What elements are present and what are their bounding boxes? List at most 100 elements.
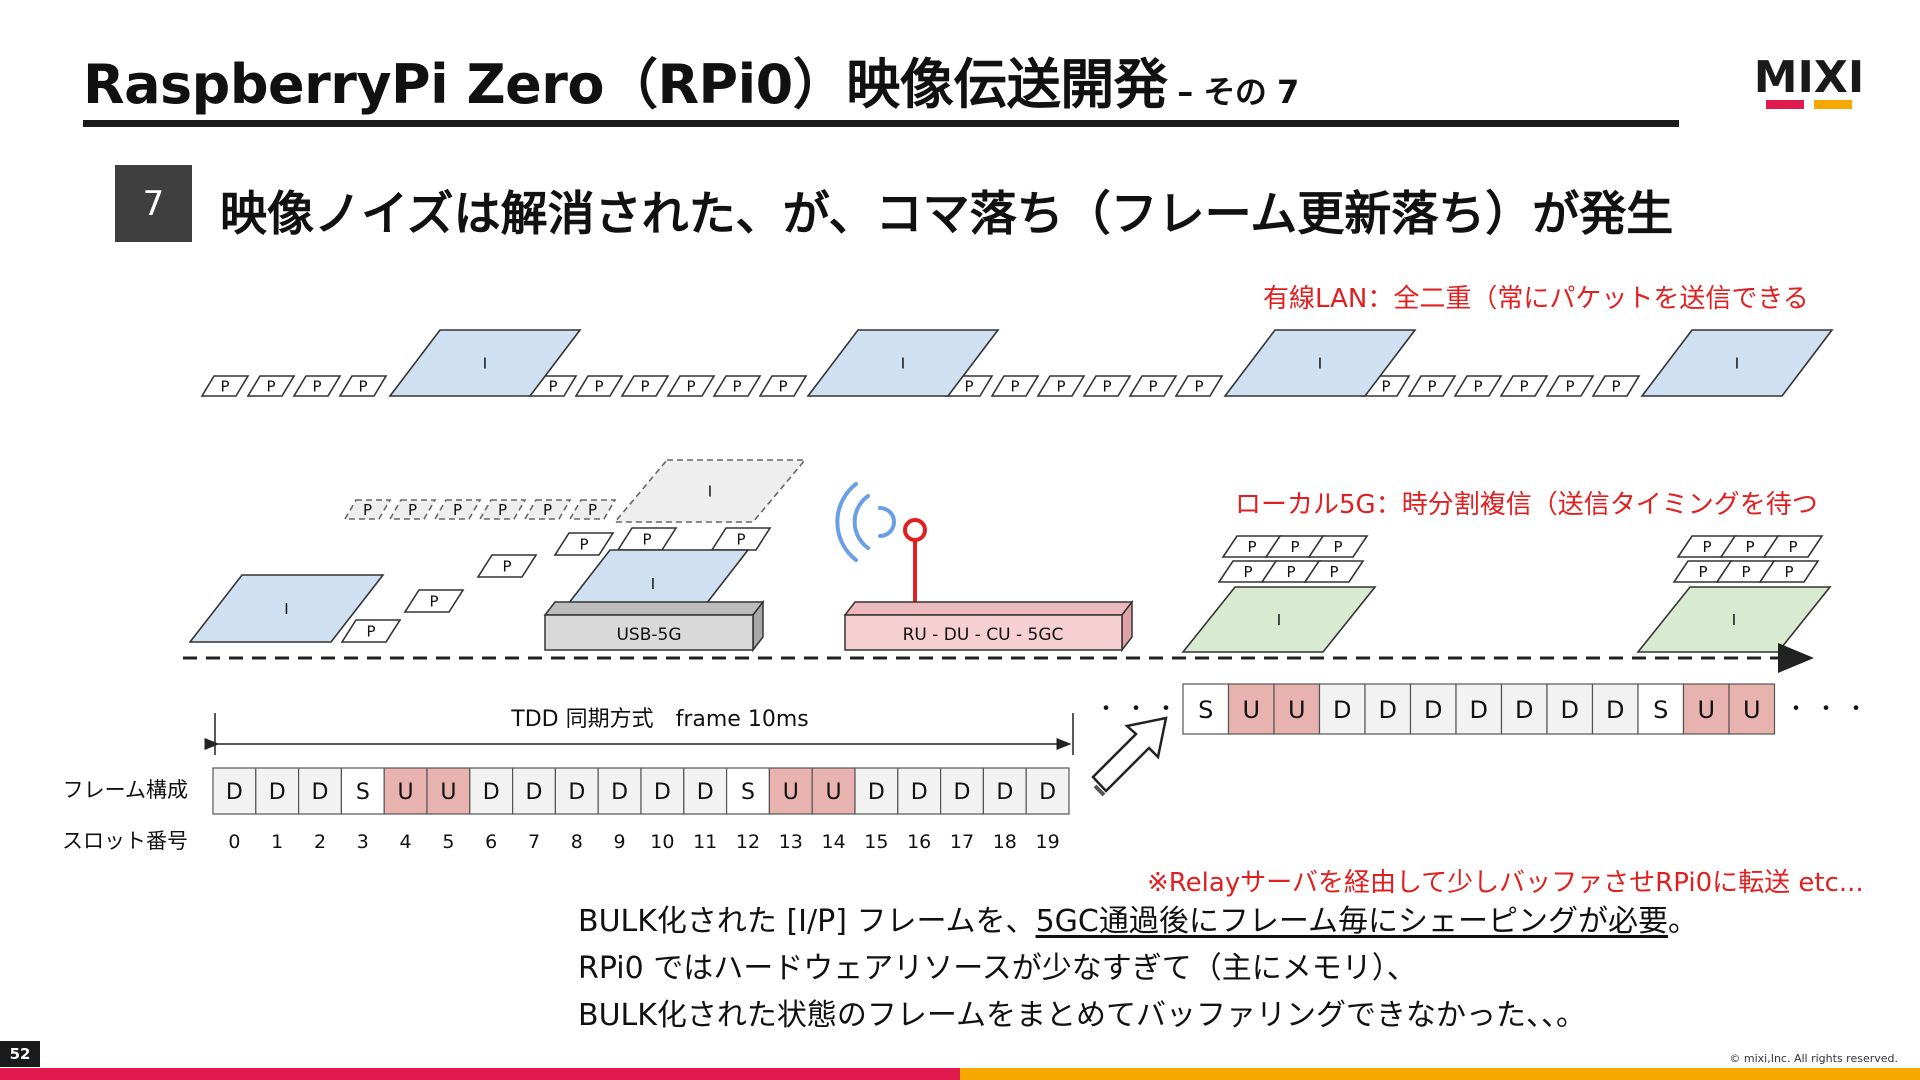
zoom-slot-label: U bbox=[1743, 696, 1761, 724]
frame-slot: D bbox=[554, 767, 599, 815]
ghost-p-frame-label: P bbox=[588, 501, 597, 519]
wired-p-frame: P bbox=[758, 375, 808, 397]
frame-slot: S bbox=[725, 767, 770, 815]
zoom-slot-label: D bbox=[1424, 696, 1442, 724]
frame-slot-label: D bbox=[996, 780, 1013, 805]
wired-p-frame-label: P bbox=[548, 377, 557, 395]
slot-number: 0 bbox=[228, 831, 240, 853]
frame-slot: D bbox=[212, 767, 257, 815]
p-frame: P bbox=[476, 554, 538, 578]
wired-p-frame: P bbox=[712, 375, 762, 397]
zoom-slot: D bbox=[1409, 683, 1457, 735]
p-frame-label: P bbox=[502, 557, 511, 575]
body-line-1-emphasis: 5GC通過後にフレーム毎にシェーピングが必要 bbox=[1035, 904, 1668, 939]
frame-slot: U bbox=[383, 767, 428, 815]
burst-p-frame-label: P bbox=[1243, 563, 1252, 581]
wired-p-frame: P bbox=[1174, 375, 1224, 397]
p-frame: P bbox=[616, 527, 678, 551]
wired-p-frame-label: P bbox=[640, 377, 649, 395]
frame-slot-label: D bbox=[611, 780, 628, 805]
ghost-p-frame: P bbox=[523, 499, 572, 520]
body-line-2: RPi0 ではハードウェアリソースが少なすぎて（主にメモリ）、 bbox=[578, 951, 1417, 986]
burst-p-frame-label: P bbox=[1698, 563, 1707, 581]
zoom-slot-label: D bbox=[1379, 696, 1397, 724]
wired-i-frame-label: I bbox=[1318, 354, 1322, 372]
footer-bar-orange bbox=[960, 1068, 1920, 1080]
wired-p-frame-label: P bbox=[1611, 377, 1620, 395]
wired-p-frame: P bbox=[1036, 375, 1086, 397]
wired-p-frame-label: P bbox=[358, 377, 367, 395]
footer-bar-red bbox=[0, 1068, 960, 1080]
frame-slot-label: S bbox=[741, 780, 755, 805]
p-frame-label: P bbox=[579, 535, 588, 553]
slot-number: 10 bbox=[650, 831, 674, 853]
slot-number: 4 bbox=[400, 831, 412, 853]
usb-5g-device: USB-5G bbox=[543, 599, 765, 653]
wired-p-frame-label: P bbox=[778, 377, 787, 395]
p-frame-label: P bbox=[736, 530, 745, 548]
wired-p-frame-label: P bbox=[732, 377, 741, 395]
wired-lan-note: 有線LAN：全二重（常にパケットを送信できる bbox=[1263, 284, 1809, 314]
p-frame-label: P bbox=[366, 622, 375, 640]
wired-p-frame-label: P bbox=[220, 377, 229, 395]
zoom-slot: U bbox=[1227, 683, 1275, 735]
frame-slot: D bbox=[939, 767, 984, 815]
frame-slot: D bbox=[897, 767, 942, 815]
slot-number: 3 bbox=[357, 831, 369, 853]
burst-p-frame-label: P bbox=[1702, 538, 1711, 556]
frame-slot: S bbox=[340, 767, 385, 815]
wired-p-frame-label: P bbox=[1148, 377, 1157, 395]
burst-i-frame-label: I bbox=[1277, 611, 1281, 629]
ghost-i-frame-label: I bbox=[708, 482, 712, 500]
burst-p-frame: P bbox=[1758, 560, 1820, 583]
wired-p-frame-label: P bbox=[266, 377, 275, 395]
slot-number: 11 bbox=[693, 831, 717, 853]
wired-p-frame-label: P bbox=[1427, 377, 1436, 395]
wired-p-frame: P bbox=[1128, 375, 1178, 397]
ghost-p-frame: P bbox=[478, 499, 527, 520]
zoom-slot-label: U bbox=[1697, 696, 1715, 724]
title-main: RaspberryPi Zero（RPi0）映像伝送開発 bbox=[83, 53, 1168, 116]
frame-slot-label: S bbox=[356, 780, 370, 805]
zoom-slot: U bbox=[1273, 683, 1321, 735]
p-frame-label: P bbox=[642, 530, 651, 548]
wired-p-frame: P bbox=[1082, 375, 1132, 397]
zoom-slot-label: D bbox=[1515, 696, 1533, 724]
burst-p-frame-label: P bbox=[1247, 538, 1256, 556]
copyright: © mixi,Inc. All rights reserved. bbox=[1729, 1052, 1898, 1065]
wired-p-frame: P bbox=[1499, 375, 1549, 397]
wired-p-frame: P bbox=[200, 375, 250, 397]
burst-p-frame-label: P bbox=[1290, 538, 1299, 556]
wired-p-frame: P bbox=[1591, 375, 1641, 397]
burst-i-frame-label: I bbox=[1732, 611, 1736, 629]
logo-bar-red bbox=[1766, 100, 1804, 109]
zoom-slot-label: D bbox=[1470, 696, 1488, 724]
frame-slot-label: D bbox=[697, 780, 714, 805]
zoom-ellipsis-right: ・・・ bbox=[1785, 697, 1875, 722]
frame-slot-label: D bbox=[312, 780, 329, 805]
frame-slot: D bbox=[469, 767, 514, 815]
slot-number: 12 bbox=[736, 831, 760, 853]
section-number-badge: 7 bbox=[115, 165, 192, 242]
slot-number: 19 bbox=[1036, 831, 1060, 853]
frame-slot-label: D bbox=[654, 780, 671, 805]
wired-i-frame: I bbox=[388, 329, 582, 397]
ran-core-box: RU - DU - CU - 5GC bbox=[843, 599, 1134, 653]
burst-p-frame-label: P bbox=[1286, 563, 1295, 581]
frame-slot-label: U bbox=[440, 780, 456, 805]
burst-p-frame-label: P bbox=[1788, 538, 1797, 556]
frame-slot: D bbox=[597, 767, 642, 815]
burst-i-frame: I bbox=[1181, 586, 1377, 653]
p-frame: P bbox=[710, 527, 772, 551]
slot-number: 5 bbox=[442, 831, 454, 853]
zoom-slot: D bbox=[1500, 683, 1548, 735]
p-frame: P bbox=[403, 589, 465, 613]
slot-number: 13 bbox=[779, 831, 803, 853]
frame-slot-label: D bbox=[954, 780, 971, 805]
zoom-slot: U bbox=[1728, 683, 1776, 735]
